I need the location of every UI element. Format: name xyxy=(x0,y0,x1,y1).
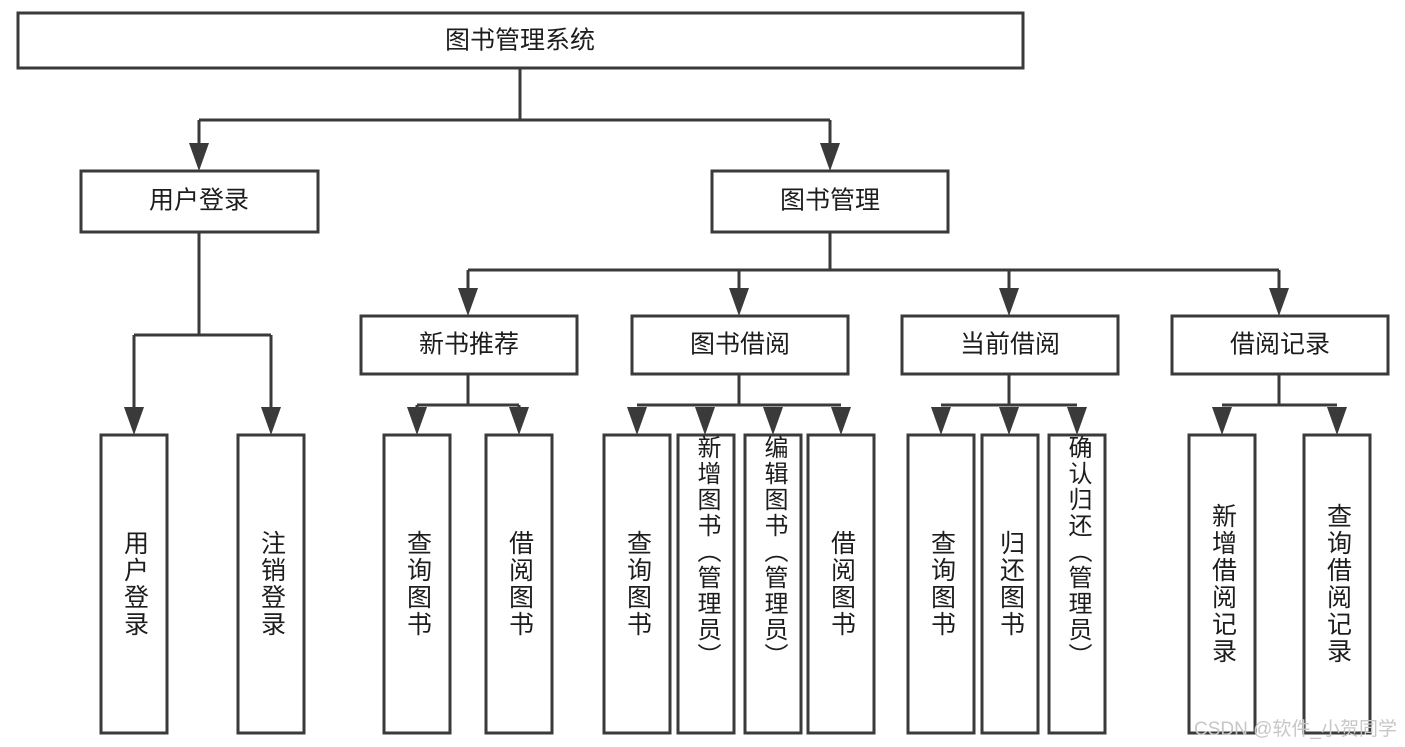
leaf-box-current-borrow-3[interactable] xyxy=(1047,433,1107,735)
node-book-borrow-box[interactable] xyxy=(630,314,850,376)
leaf-box-current-borrow-2[interactable] xyxy=(980,433,1040,735)
node-user-login[interactable]: 用户登录 xyxy=(79,169,320,234)
node-borrow-record-label: 借阅记录 xyxy=(1230,331,1330,359)
node-book-management-label: 图书管理 xyxy=(780,187,880,215)
arrowhead-cb-leaf-2 xyxy=(999,407,1019,435)
node-book-management[interactable]: 图书管理 xyxy=(710,169,950,234)
arrowhead-nb-leaf-1 xyxy=(407,407,427,435)
arrowhead-borrow-record xyxy=(1269,288,1289,316)
arrowhead-leaf-user-login xyxy=(124,407,144,435)
leaf-box-borrow-record-1[interactable] xyxy=(1187,433,1257,735)
node-book-borrow[interactable]: 图书借阅 xyxy=(630,314,850,376)
arrowhead-user-login xyxy=(189,143,209,171)
node-book-management-box[interactable] xyxy=(710,169,950,234)
leaf-box-book-borrow-1[interactable] xyxy=(602,433,672,735)
arrowhead-bb-leaf-2 xyxy=(695,407,715,435)
leaf-box-book-borrow-4[interactable] xyxy=(806,433,876,735)
node-new-book-recommend[interactable]: 新书推荐 xyxy=(359,314,579,376)
node-new-book-recommend-box[interactable] xyxy=(359,314,579,376)
leaf-box-user-login-2[interactable] xyxy=(236,433,306,735)
arrowhead-cb-leaf-1 xyxy=(931,407,951,435)
node-root-label: 图书管理系统 xyxy=(445,27,595,55)
node-user-login-box[interactable] xyxy=(79,169,320,234)
arrowhead-current-borrow xyxy=(999,288,1019,316)
connector-group-borrow-record xyxy=(1212,374,1347,435)
leaf-box-new-book-1[interactable] xyxy=(382,433,452,735)
arrowhead-br-leaf-1 xyxy=(1212,407,1232,435)
leaf-box-user-login-1[interactable] xyxy=(99,433,169,735)
node-root-system[interactable]: 图书管理系统 xyxy=(16,11,1025,70)
leaf-box-book-borrow-3[interactable] xyxy=(743,433,803,735)
arrowhead-leaf-logout xyxy=(261,407,281,435)
node-borrow-record[interactable]: 借阅记录 xyxy=(1170,314,1390,376)
node-new-book-recommend-label: 新书推荐 xyxy=(419,331,519,359)
arrowhead-book-borrow xyxy=(729,288,749,316)
connector-group-new-book xyxy=(407,374,529,435)
connector-group-book-borrow xyxy=(627,374,851,435)
connector-group-user-login xyxy=(124,232,281,435)
connector-group-current-borrow xyxy=(931,374,1087,435)
arrowhead-nb-leaf-2 xyxy=(509,407,529,435)
connector-group-root xyxy=(189,68,840,171)
node-borrow-record-box[interactable] xyxy=(1170,314,1390,376)
node-root-box[interactable] xyxy=(16,11,1025,70)
leaf-box-borrow-record-2[interactable] xyxy=(1302,433,1372,735)
arrowhead-cb-leaf-3 xyxy=(1067,407,1087,435)
arrowhead-bb-leaf-4 xyxy=(831,407,851,435)
node-book-borrow-label: 图书借阅 xyxy=(690,331,790,359)
arrowhead-bb-leaf-3 xyxy=(763,407,783,435)
arrowhead-new-book xyxy=(458,288,478,316)
leaf-box-book-borrow-2[interactable] xyxy=(676,433,736,735)
node-current-borrow[interactable]: 当前借阅 xyxy=(900,314,1120,376)
arrowhead-br-leaf-2 xyxy=(1327,407,1347,435)
connector-group-book-mgmt xyxy=(458,232,1289,316)
arrowhead-book-mgmt xyxy=(820,143,840,171)
leaf-box-current-borrow-1[interactable] xyxy=(906,433,976,735)
leaf-box-new-book-2[interactable] xyxy=(484,433,554,735)
node-user-login-label: 用户登录 xyxy=(149,187,249,215)
arrowhead-bb-leaf-1 xyxy=(627,407,647,435)
node-current-borrow-label: 当前借阅 xyxy=(960,331,1060,359)
node-current-borrow-box[interactable] xyxy=(900,314,1120,376)
